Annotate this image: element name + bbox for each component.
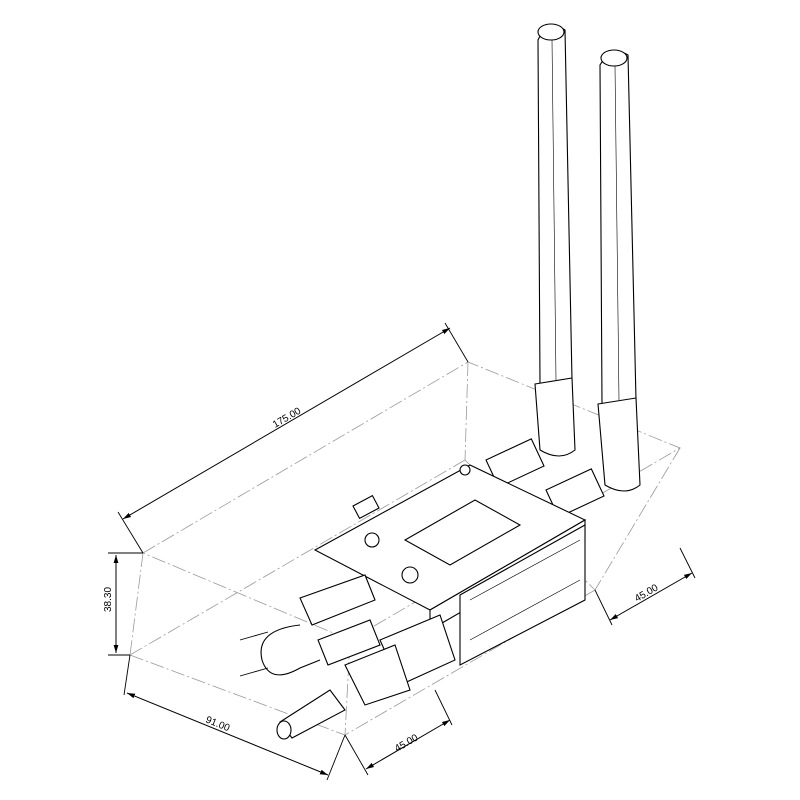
sma-connectors bbox=[485, 438, 605, 518]
dimension-label-height: 38.30 bbox=[103, 587, 114, 612]
usb-cables bbox=[239, 574, 381, 677]
dimension-width-left bbox=[123, 654, 346, 781]
dimension-height bbox=[108, 552, 143, 656]
antenna-left bbox=[534, 23, 576, 457]
dimension-label-depth-right: 45.00 bbox=[633, 582, 661, 604]
dimension-label-width: 91.00 bbox=[204, 715, 232, 735]
dimension-depth-front bbox=[344, 689, 453, 776]
dimension-label-depth-front: 45.00 bbox=[393, 732, 421, 754]
antenna-right bbox=[597, 49, 641, 492]
dimension-label-length: 175.00 bbox=[271, 406, 303, 431]
dimension-depth-right bbox=[594, 547, 696, 626]
circuit-board bbox=[313, 464, 587, 666]
dimension-length bbox=[117, 322, 469, 554]
